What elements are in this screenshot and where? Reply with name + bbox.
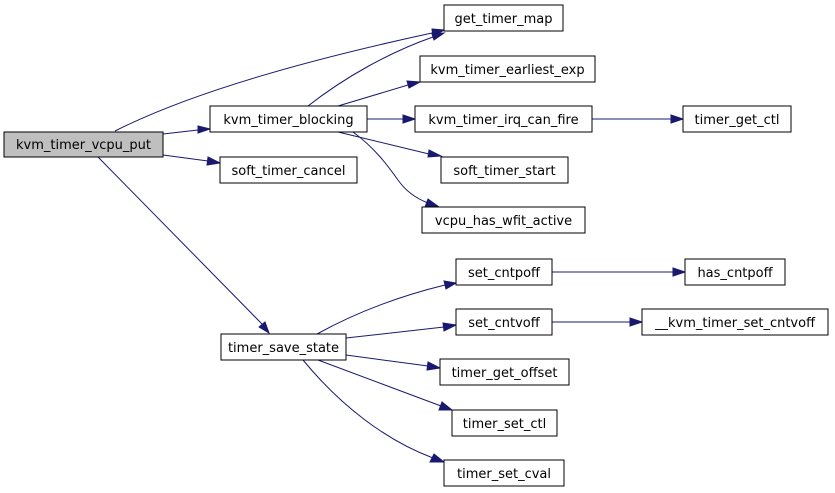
function-nodes: kvm_timer_vcpu_put kvm_timer_blocking so… — [3, 4, 829, 487]
node-vcpu-has-wfit-active[interactable]: vcpu_has_wfit_active — [421, 206, 586, 234]
node-label: kvm_timer_irq_can_fire — [428, 113, 578, 128]
node-label: soft_timer_cancel — [232, 164, 346, 179]
node-timer-set-ctl[interactable]: timer_set_ctl — [451, 409, 558, 437]
node-kvm-timer-blocking[interactable]: kvm_timer_blocking — [209, 105, 368, 133]
edge-set-cntpoff-to-has-cntpoff — [552, 267, 687, 277]
node-kvm-timer-irq-can-fire[interactable]: kvm_timer_irq_can_fire — [414, 105, 593, 133]
node-label: has_cntpoff — [697, 266, 773, 281]
node-label: vcpu_has_wfit_active — [435, 214, 572, 229]
edge-kvm-timer-irq-can-fire-to-timer-get-ctl — [592, 114, 685, 124]
edge-kvm-timer-blocking-to-get-timer-map — [307, 32, 446, 107]
node-set-cntpoff[interactable]: set_cntpoff — [455, 258, 553, 286]
edge-kvm-timer-vcpu-put-to-soft-timer-cancel — [162, 154, 222, 166]
node-kvm-timer-earliest-exp[interactable]: kvm_timer_earliest_exp — [419, 55, 596, 83]
edge-timer-save-state-to-timer-set-ctl — [317, 359, 454, 411]
node-label: set_cntpoff — [468, 266, 541, 281]
edge-kvm-timer-blocking-to-kvm-timer-earliest-exp — [337, 80, 422, 107]
node-timer-save-state[interactable]: timer_save_state — [220, 333, 347, 361]
edge-timer-save-state-to-timer-get-offset — [345, 354, 442, 371]
node-label: timer_set_cval — [457, 467, 551, 482]
edge-kvm-timer-vcpu-put-to-timer-save-state — [97, 156, 270, 335]
node-label: timer_get_ctl — [695, 113, 780, 128]
edge-timer-save-state-to-set-cntvoff — [345, 322, 458, 339]
node-timer-get-ctl[interactable]: timer_get_ctl — [682, 105, 792, 133]
node-kvm-timer-set-cntvoff[interactable]: __kvm_timer_set_cntvoff — [641, 308, 829, 336]
edge-set-cntvoff-to-kvm-timer-set-cntvoff — [552, 317, 644, 327]
edge-kvm-timer-blocking-to-soft-timer-start — [337, 131, 443, 158]
node-has-cntpoff[interactable]: has_cntpoff — [684, 258, 786, 286]
node-label: soft_timer_start — [453, 164, 555, 179]
node-timer-get-offset[interactable]: timer_get_offset — [439, 358, 570, 386]
node-label: timer_set_ctl — [463, 417, 546, 432]
node-label: kvm_timer_vcpu_put — [16, 138, 151, 153]
node-get-timer-map[interactable]: get_timer_map — [443, 4, 564, 32]
node-kvm-timer-vcpu-put[interactable]: kvm_timer_vcpu_put — [3, 131, 164, 158]
edge-kvm-timer-blocking-to-kvm-timer-irq-can-fire — [367, 114, 417, 124]
node-label: set_cntvoff — [468, 316, 540, 331]
node-label: __kvm_timer_set_cntvoff — [654, 316, 816, 331]
node-label: kvm_timer_blocking — [223, 113, 353, 128]
node-label: timer_get_offset — [452, 366, 558, 381]
call-edges — [97, 28, 687, 463]
edge-kvm-timer-blocking-to-vcpu-has-wfit-active — [352, 131, 441, 208]
node-timer-set-cval[interactable]: timer_set_cval — [443, 459, 565, 487]
node-label: kvm_timer_earliest_exp — [430, 63, 584, 78]
node-soft-timer-cancel[interactable]: soft_timer_cancel — [219, 156, 358, 184]
edge-timer-save-state-to-timer-set-cval — [302, 359, 446, 463]
node-label: get_timer_map — [455, 12, 553, 27]
node-set-cntvoff[interactable]: set_cntvoff — [455, 308, 553, 336]
edge-timer-save-state-to-set-cntpoff — [316, 280, 458, 335]
edge-kvm-timer-vcpu-put-to-kvm-timer-blocking — [162, 125, 212, 135]
node-soft-timer-start[interactable]: soft_timer_start — [440, 156, 569, 184]
node-label: timer_save_state — [228, 341, 339, 356]
